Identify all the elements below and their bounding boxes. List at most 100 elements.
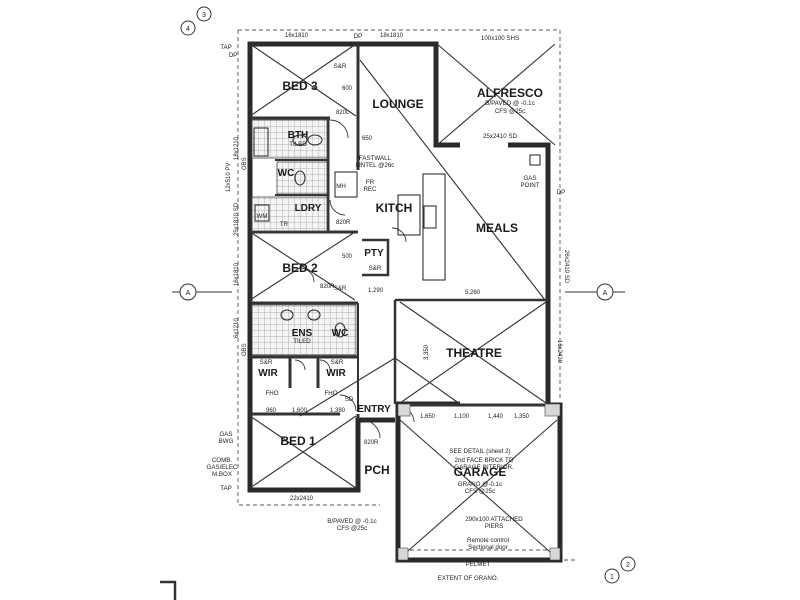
kitchen-fixtures (334, 154, 541, 281)
note-tap-top: TAP (220, 44, 232, 51)
obs-labels: OBS OBS (242, 157, 248, 356)
dim-1290: 1,290 (368, 288, 384, 294)
dim-1380: 1,380 (330, 408, 346, 414)
dim-650: 650 (362, 136, 373, 142)
note-gas-meter-2: BWG (219, 438, 234, 445)
note-comb-box-3: M.BOX (212, 471, 232, 478)
room-wir-1: WIR (258, 368, 278, 379)
note-sr-pty: S&R (369, 265, 382, 272)
dim-1650: 1,650 (420, 414, 436, 420)
room-bed3: BED 3 (282, 79, 318, 93)
note-alfresco-beam: 25x2410 SD (483, 133, 518, 140)
finish-diagonals (249, 43, 558, 559)
room-lounge: LOUNGE (372, 97, 423, 111)
note-fho-1: FHO (265, 390, 278, 397)
plan-notes: B/PAVED @ -0.1c CFS @25c 25x2410 SD 100x… (207, 33, 566, 582)
dim-820r-2: 820R (320, 284, 335, 290)
section-label-left: A (186, 290, 191, 297)
note-dp-left: DP (229, 52, 238, 59)
room-alfresco: ALFRESCO (477, 86, 543, 100)
note-pch-finish-2: CFS @25c (337, 525, 367, 532)
grid-label-2: 2 (626, 562, 630, 569)
note-obs-2: OBS (242, 343, 248, 356)
dim-500: 500 (342, 254, 353, 260)
note-sd: SD (345, 396, 354, 403)
note-garage-finish-2: CFS @25c (465, 488, 495, 495)
room-bed1: BED 1 (280, 434, 316, 448)
note-gas-point-1: GAS (523, 175, 536, 182)
dim-1600: 1,600 (292, 408, 308, 414)
room-bth: BTH (288, 130, 309, 141)
note-garage-see: SEE DETAIL (sheet 2) (449, 448, 510, 455)
dim-1440: 1,440 (488, 414, 504, 420)
note-tiled-ens: TILED (293, 338, 311, 345)
room-garage: GARAGE (454, 465, 507, 479)
dim-3350: 3,350 (424, 344, 430, 360)
note-lintel-1: FASTWALL (359, 155, 392, 162)
section-marker-left: A (172, 283, 232, 301)
note-alfresco-shs: 100x100 SHS (481, 35, 519, 42)
note-garage-brick-2: GARAGE INTERIOR. (454, 464, 514, 471)
room-wc-2: WC (332, 328, 349, 339)
grid-marker-top-left: 4 3 (180, 6, 212, 36)
note-sr-wir1: S&R (260, 359, 273, 366)
note-fr-rec-2: REC (363, 186, 377, 193)
dim-left-ldry: 25x1810 SD (234, 202, 240, 236)
dim-right-meals: 26x2410 SD (563, 250, 569, 284)
note-garage-finish-1: GRANO @-0.1c (458, 481, 502, 488)
note-gas-meter-1: GAS (219, 431, 232, 438)
note-gas-point-2: POINT (521, 182, 540, 189)
note-lintel-2: LINTEL @26c (356, 162, 395, 169)
note-obs-1: OBS (242, 157, 248, 170)
dim-left-bed3: 18x1210 (234, 136, 240, 160)
room-labels: BED 3 LOUNGE ALFRESCO BTH WC LDRY KITCH … (258, 79, 543, 479)
section-marker-right: A (565, 283, 625, 301)
dim-5260: 5,260 (465, 290, 481, 296)
note-mh: MH (336, 183, 346, 190)
internal-walls (250, 44, 548, 420)
room-ens: ENS (292, 328, 313, 339)
note-garage-door-2: Sectional door (468, 544, 508, 551)
grid-label-3: 3 (202, 12, 206, 19)
note-sr-wir2: S&R (331, 359, 344, 366)
dim-right-theatre: 16x2410 (556, 340, 562, 364)
plan-dimensions: 16x1810 18x1810 22x2410 18x1210 12x510 P… (226, 33, 569, 502)
grid-label-1: 1 (610, 574, 614, 581)
note-garage-piers-1: 290x100 ATTACHED (465, 516, 523, 523)
sheet-corner-mark (160, 580, 177, 600)
dim-left-bed2: 16x1810 (234, 262, 240, 286)
dim-bottom-bed1: 22x2410 (290, 496, 314, 502)
grid-marker-bottom-right: 1 2 (604, 556, 636, 584)
dim-top-lounge: 18x1810 (380, 33, 404, 39)
note-tr: TR (280, 221, 289, 228)
grid-label-4: 4 (186, 26, 190, 33)
dim-1100: 1,100 (454, 414, 470, 420)
room-meals: MEALS (476, 221, 518, 235)
note-pelmet: PELMET (466, 561, 491, 568)
dim-1350: 1,350 (514, 414, 530, 420)
dim-left-ens: 6x1210 (234, 318, 240, 338)
note-extent-grano: EXTENT OF GRANO. (438, 575, 499, 582)
tiled-areas (251, 119, 357, 356)
note-alfresco-finish-1: B/PAVED @ -0.1c (485, 100, 534, 107)
note-pch-finish-1: B/PAVED @ -0.1c (327, 518, 376, 525)
room-ldry: LDRY (295, 203, 322, 214)
room-pch: PCH (364, 463, 389, 477)
note-fr-rec-1: FR (366, 179, 375, 186)
room-wc-1: WC (278, 168, 295, 179)
room-kitch: KITCH (376, 201, 413, 215)
sanitary-fixtures (253, 127, 346, 338)
note-garage-door-1: Remote control (467, 537, 509, 544)
dim-960: 960 (266, 408, 277, 414)
note-sr-bed3: S&R (334, 63, 347, 70)
note-alfresco-finish-2: CFS @25c (495, 108, 525, 115)
section-label-right: A (603, 290, 608, 297)
note-dp-top: DP (354, 33, 363, 40)
note-comb-box-1: COMB. (212, 457, 233, 464)
room-bed2: BED 2 (282, 261, 318, 275)
note-garage-brick-1: 2nd FACE BRICK TO (455, 457, 514, 464)
note-comb-box-2: GAS/ELEC (207, 464, 238, 471)
dim-left-bth: 12x510 PV (226, 163, 232, 192)
dim-top-bed3: 16x1810 (285, 33, 309, 39)
